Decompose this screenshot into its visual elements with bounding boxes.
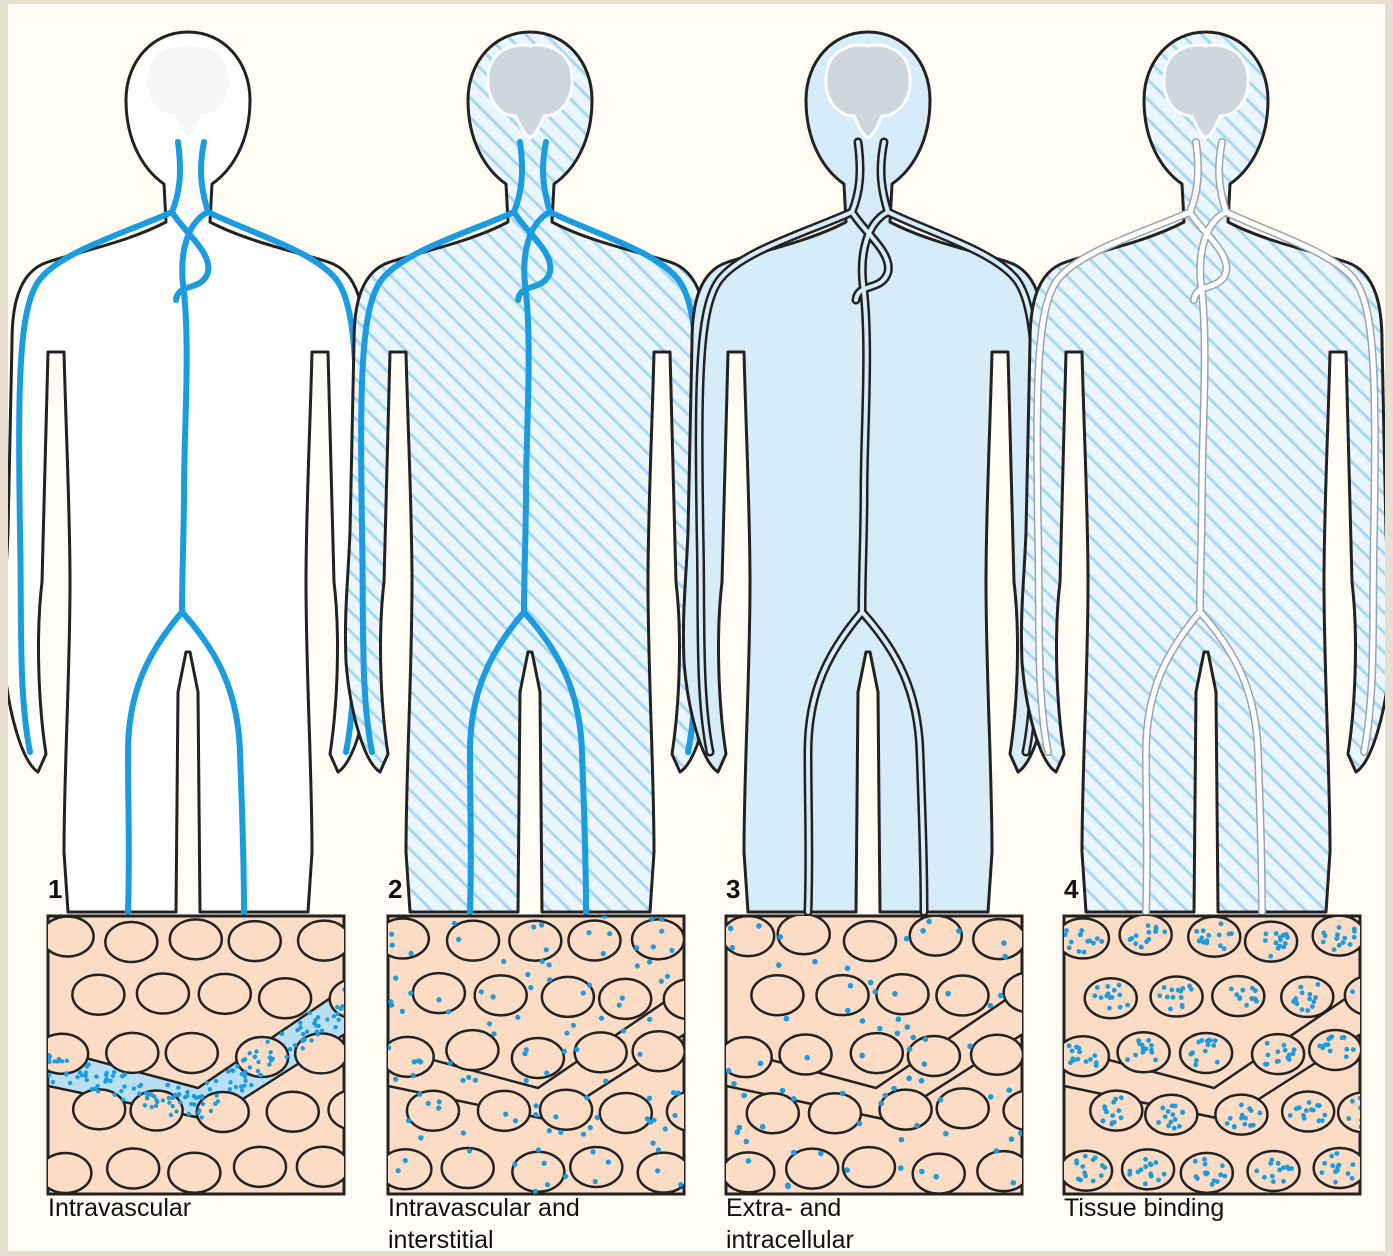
panel-4-cell bbox=[1090, 1091, 1142, 1131]
panel-3-cell bbox=[908, 1036, 960, 1076]
panel-1-cell bbox=[259, 978, 311, 1018]
panel-3-tissue bbox=[720, 914, 1056, 1194]
panel-2-cell bbox=[600, 1093, 652, 1133]
panel-1-cell bbox=[166, 1033, 218, 1073]
panel-1-cell bbox=[105, 922, 157, 962]
panel-2-silhouette bbox=[345, 32, 714, 912]
panel-2-cell bbox=[632, 919, 684, 959]
panel-3-cell bbox=[843, 1147, 895, 1187]
panel-2-cell bbox=[540, 1090, 592, 1130]
panel-2-caption-line-2: interstitial bbox=[388, 1224, 580, 1256]
panel-3-caption-line-1: Extra- and bbox=[726, 1192, 854, 1224]
panel-1-cell bbox=[106, 1033, 158, 1073]
panel-1-cell bbox=[170, 919, 222, 959]
panel-3-cell bbox=[876, 974, 928, 1014]
panel-2-cell bbox=[568, 920, 620, 960]
panel-2-cell bbox=[377, 919, 429, 959]
distribution-illustration bbox=[8, 4, 1385, 1251]
panel-2-cell bbox=[475, 975, 527, 1015]
panel-2-caption: Intravascular and interstitial bbox=[388, 1192, 580, 1256]
panel-1-cell bbox=[229, 921, 281, 961]
panel-1-tissue bbox=[36, 916, 382, 1194]
panel-1-cell bbox=[73, 1089, 125, 1129]
panel-4-cell bbox=[1120, 915, 1172, 955]
panel-4-cell bbox=[1338, 1092, 1385, 1132]
panel-4-cell bbox=[1188, 917, 1240, 957]
panel-2-caption-line-1: Intravascular and bbox=[388, 1192, 580, 1224]
panel-3-cell bbox=[936, 975, 988, 1015]
panel-3-number: 3 bbox=[726, 874, 740, 905]
figure-frame: 1 2 3 4 Intravascular Intravascular and … bbox=[8, 4, 1385, 1251]
panel-1-cell bbox=[298, 921, 350, 961]
panel-3-cell bbox=[844, 921, 896, 961]
panel-3-cell bbox=[751, 975, 803, 1015]
panel-1-cell bbox=[297, 1147, 349, 1187]
panel-2-tissue bbox=[377, 914, 719, 1194]
panel-3-caption-line-2: intracellular bbox=[726, 1224, 854, 1256]
panel-3-cell bbox=[1004, 972, 1056, 1012]
panel-4-cell bbox=[1057, 1036, 1109, 1076]
panel-3-cell bbox=[937, 1088, 989, 1128]
panel-2-cell bbox=[667, 1091, 719, 1131]
panel-1-cell bbox=[107, 1148, 159, 1188]
panel-2-cell bbox=[512, 1152, 564, 1192]
panel-1-cell bbox=[36, 1034, 88, 1074]
panel-2-cell bbox=[575, 1032, 627, 1072]
panel-2-cell bbox=[442, 1148, 494, 1188]
panel-3-cell bbox=[1004, 1090, 1056, 1130]
panel-2-number: 2 bbox=[388, 874, 402, 905]
panel-3-cell bbox=[910, 916, 962, 956]
panel-1-number: 1 bbox=[48, 874, 62, 905]
panel-1-cell bbox=[329, 1090, 381, 1130]
panel-2-cell bbox=[633, 1031, 685, 1071]
panel-1-cell bbox=[42, 916, 94, 956]
panel-2-cell bbox=[542, 977, 594, 1017]
panel-3-caption: Extra- and intracellular bbox=[726, 1192, 854, 1256]
panel-1-cell bbox=[137, 974, 189, 1014]
panel-1-caption-line-1: Intravascular bbox=[48, 1192, 191, 1224]
panel-1-caption: Intravascular bbox=[48, 1192, 191, 1224]
panel-1-cell bbox=[267, 1092, 319, 1132]
panel-4-caption: Tissue binding bbox=[1064, 1192, 1224, 1224]
panel-1-cell bbox=[168, 1153, 220, 1193]
panel-3-cell bbox=[977, 1151, 1029, 1191]
panel-1-silhouette bbox=[8, 32, 373, 912]
panel-4-tissue bbox=[1057, 915, 1385, 1194]
panel-4-cell bbox=[1345, 976, 1385, 1016]
panel-3-cell bbox=[971, 1035, 1023, 1075]
panel-1-cell bbox=[72, 975, 124, 1015]
panel-3-body bbox=[683, 32, 1052, 912]
panel-1-cell bbox=[197, 1092, 249, 1132]
panel-2-cell bbox=[478, 1091, 530, 1131]
panel-3-cell bbox=[778, 914, 830, 954]
panel-2-cell bbox=[413, 973, 465, 1013]
panel-2-cell bbox=[664, 979, 716, 1019]
panel-2-body bbox=[345, 32, 714, 912]
panel-3-cell bbox=[851, 1033, 903, 1073]
panel-3-cell bbox=[722, 916, 774, 956]
panel-1-cell bbox=[199, 974, 251, 1014]
panel-1-cell bbox=[234, 1147, 286, 1187]
panel-2-cell bbox=[407, 1091, 459, 1131]
panel-4-number: 4 bbox=[1064, 874, 1078, 905]
panel-3-cell bbox=[973, 919, 1025, 959]
panel-4-caption-line-1: Tissue binding bbox=[1064, 1192, 1224, 1224]
panel-2-cell bbox=[446, 1030, 498, 1070]
panel-3-cell bbox=[809, 1093, 861, 1133]
panel-3-cell bbox=[780, 1034, 832, 1074]
panel-1-body bbox=[8, 32, 373, 912]
panel-2-cell bbox=[599, 979, 651, 1019]
panel-2-cell bbox=[447, 921, 499, 961]
panel-2-cell bbox=[512, 1038, 564, 1078]
panel-3-cell bbox=[817, 975, 869, 1015]
panel-4-body bbox=[1021, 32, 1385, 912]
panel-2-cell bbox=[382, 1037, 434, 1077]
